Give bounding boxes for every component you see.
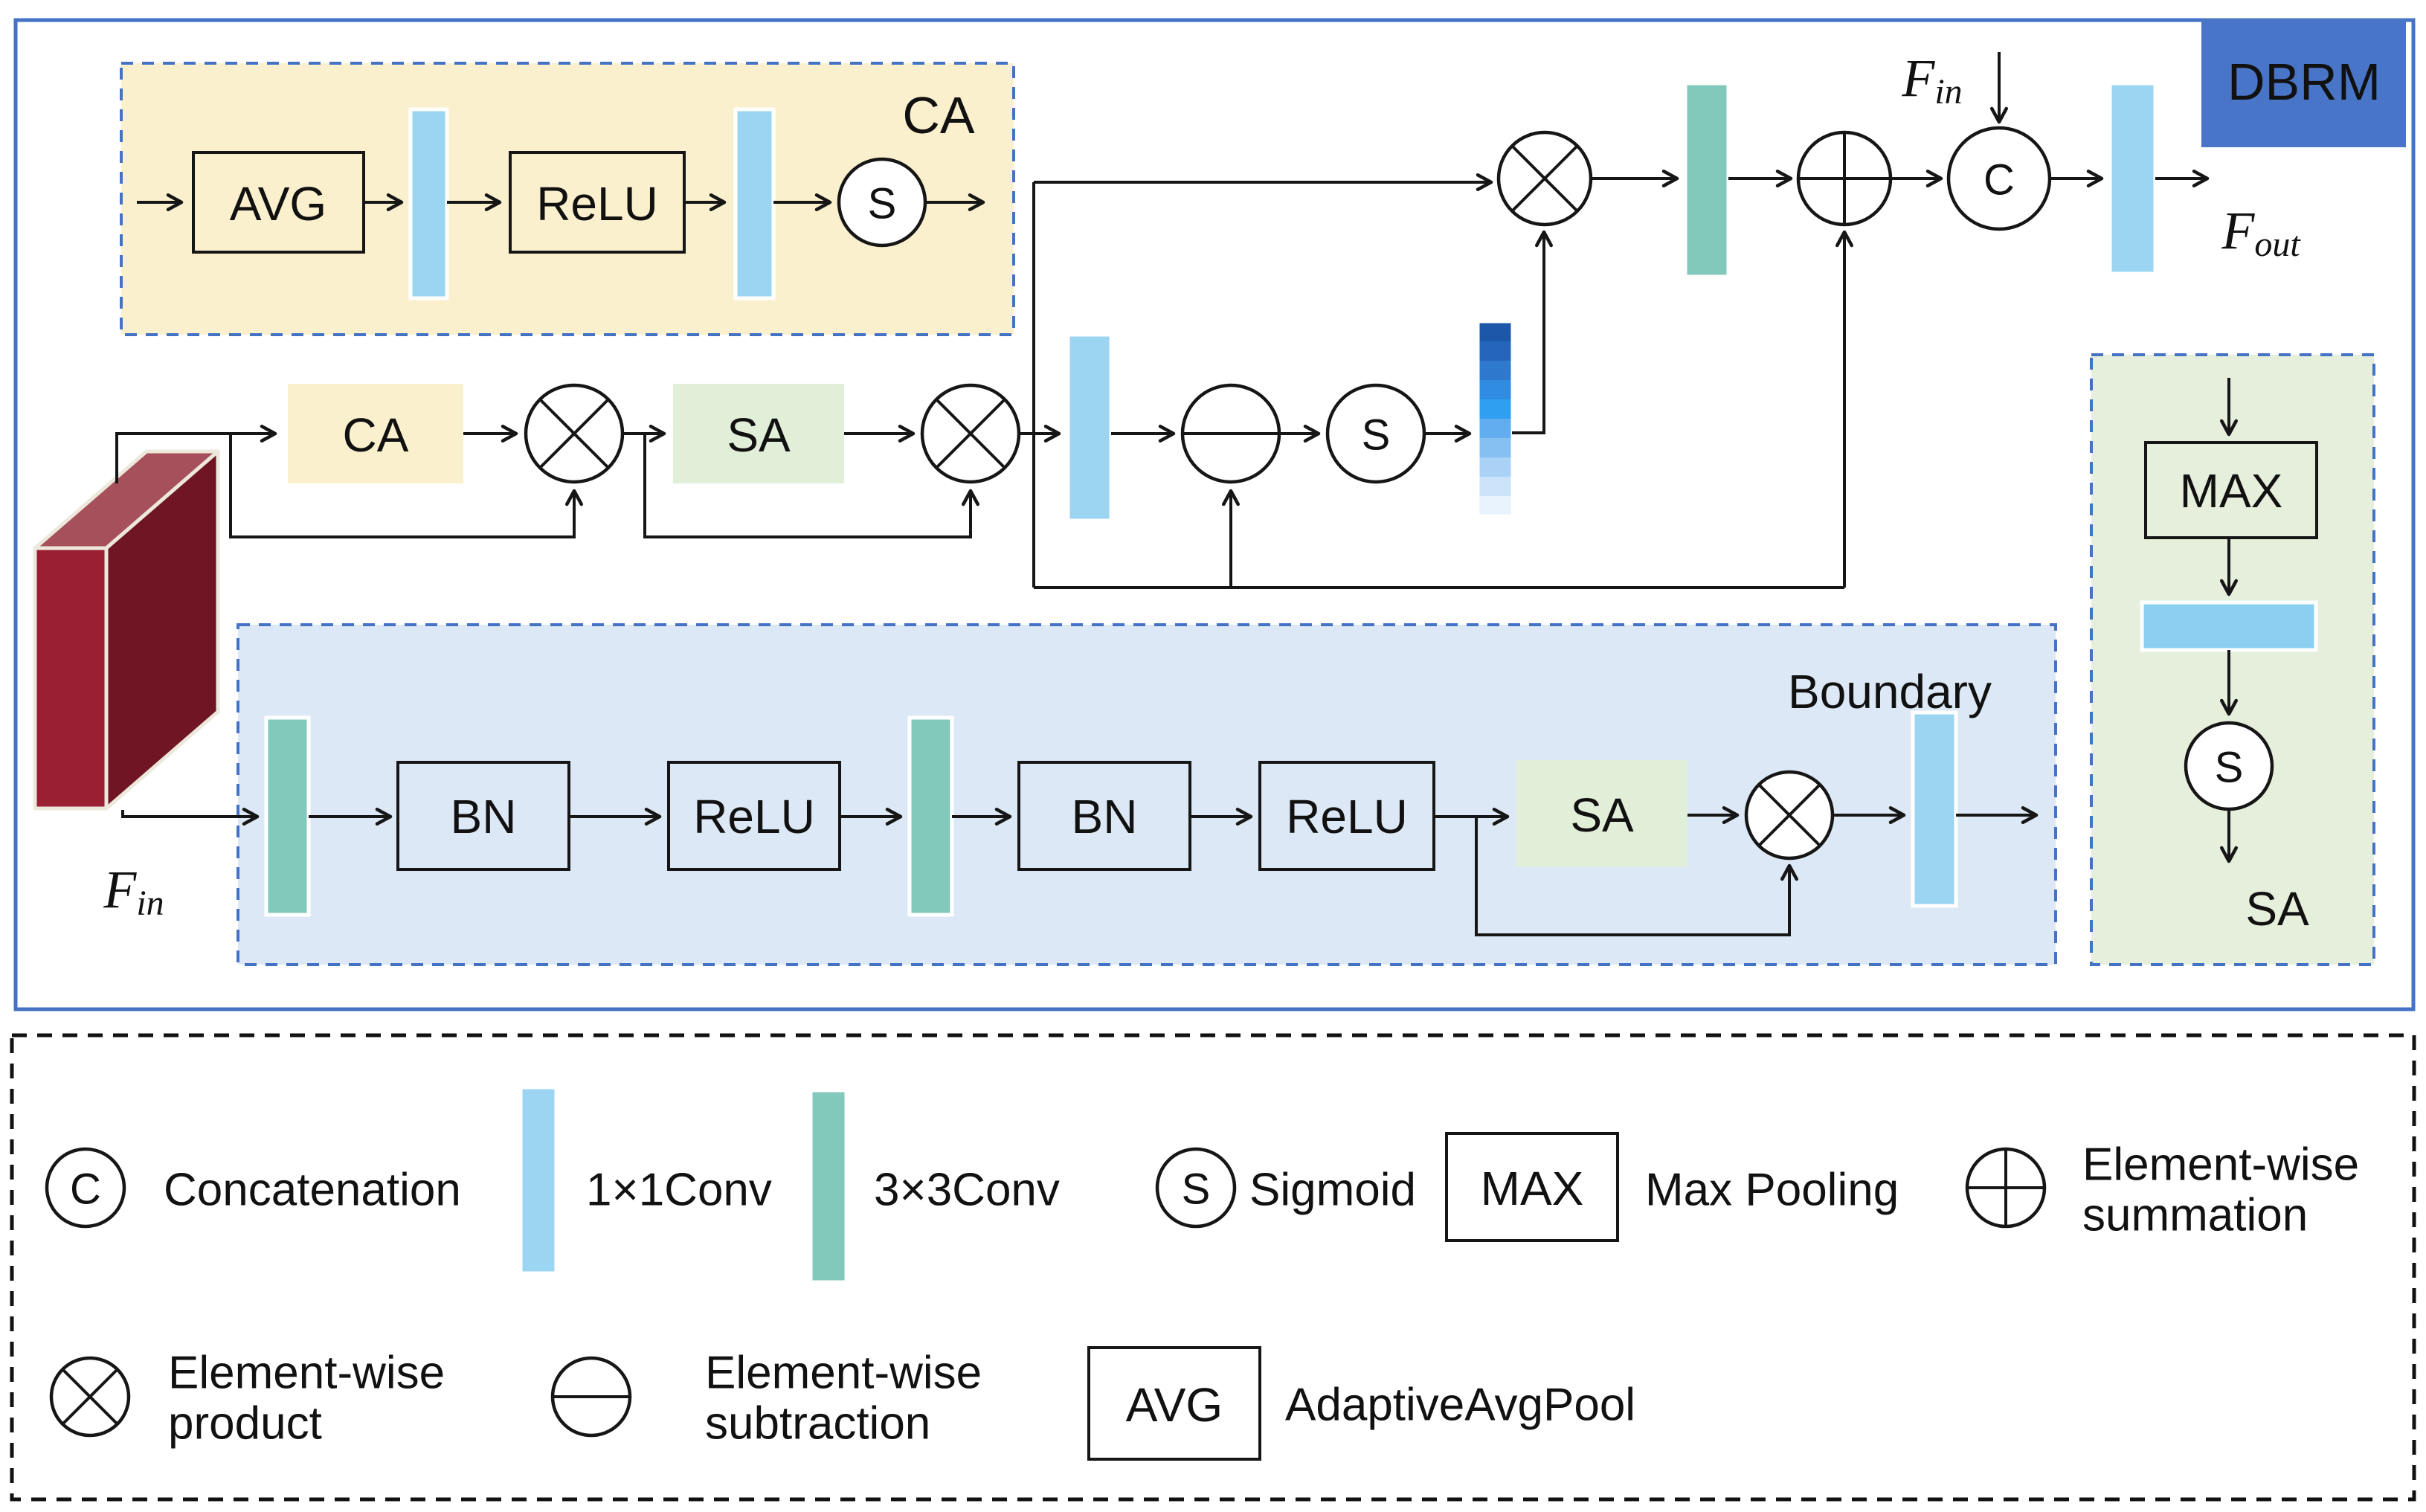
ca-detail-box: CA AVG ReLU S xyxy=(120,62,1015,336)
legend-subtraction-label-line1: Element-wise xyxy=(705,1348,982,1399)
conv1x1-bar xyxy=(2108,81,2158,276)
max-pooling-icon-letter: MAX xyxy=(1481,1162,1584,1215)
max-label: MAX xyxy=(2180,464,2283,518)
gradient-segment xyxy=(1479,380,1512,399)
bn-label: BN xyxy=(451,790,517,843)
adaptive-avg-pool-icon-letter: AVG xyxy=(1126,1378,1223,1432)
conv1x1-bar xyxy=(408,107,449,300)
conv1x1-bar xyxy=(733,107,776,300)
gradient-segment xyxy=(1479,341,1512,361)
main-diagram-border xyxy=(13,18,2416,1011)
conv1x1-bar xyxy=(1911,710,1958,908)
skip-connection xyxy=(229,434,583,538)
gradient-segment xyxy=(1479,457,1512,477)
ca-detail-title: CA xyxy=(902,86,975,144)
conv3x3-bar xyxy=(907,715,954,917)
skip-connection xyxy=(643,434,979,538)
sigmoid-letter: S xyxy=(2215,744,2244,792)
dbrm-badge: DBRM xyxy=(2201,19,2406,147)
conv3x3-bar xyxy=(1683,81,1731,279)
top-flow: C Fin Fout xyxy=(1496,48,2301,279)
sa-label: SA xyxy=(727,408,791,462)
legend-max-pooling-label: Max Pooling xyxy=(1645,1165,1899,1216)
gradient-segment xyxy=(1479,477,1512,496)
avg-label: AVG xyxy=(230,177,326,231)
gradient-segment xyxy=(1479,419,1512,438)
attention-gradient-bar xyxy=(1477,321,1513,517)
adaptive-avg-pool-icon xyxy=(1087,1346,1261,1461)
conv3x3-bar xyxy=(264,715,311,917)
conv1x1-legend-bar xyxy=(518,1085,559,1275)
product-x-stroke xyxy=(1757,783,1821,847)
conv1x1-bar-horizontal xyxy=(2140,600,2318,652)
relu-label: ReLU xyxy=(693,790,815,843)
ca-label: CA xyxy=(343,408,409,462)
gradient-segment xyxy=(1479,496,1512,515)
block-to-ca-line xyxy=(115,425,277,483)
legend-subtraction-label-line2: subtraction xyxy=(705,1398,930,1450)
legend-summation-label-line1: Element-wise xyxy=(2082,1139,2359,1191)
sa-detail-panel: MAX S SA xyxy=(2090,353,2375,966)
dbrm-title: DBRM xyxy=(2227,53,2381,111)
conv3x3-legend-bar xyxy=(808,1088,849,1284)
main-flow: CA SA S xyxy=(115,173,1853,589)
f-out-label: Fout xyxy=(2221,201,2301,264)
legend-conv1-label: 1×1Conv xyxy=(586,1165,772,1216)
relu-label: ReLU xyxy=(1286,790,1408,843)
concatenation-icon-letter: C xyxy=(70,1165,101,1214)
legend-product-label-line1: Element-wise xyxy=(168,1348,445,1399)
gradient-segment xyxy=(1479,438,1512,457)
gradient-segment xyxy=(1479,322,1512,341)
gradient-bar-outline xyxy=(1477,321,1513,517)
legend-avg-pool-label: AdaptiveAvgPool xyxy=(1285,1380,1635,1431)
ca-box xyxy=(288,384,463,483)
sigmoid-icon xyxy=(1155,1147,1237,1229)
sa-detail-title: SA xyxy=(2245,882,2309,936)
max-box xyxy=(2144,441,2318,539)
conv1x1-bar xyxy=(1066,332,1113,523)
sigmoid-letter: S xyxy=(868,180,897,228)
dbrm-badge-background xyxy=(2201,19,2406,147)
legend-conv3-label: 3×3Conv xyxy=(874,1165,1060,1216)
concatenation-icon xyxy=(45,1147,126,1229)
product-x-stroke xyxy=(538,398,610,469)
legend-border xyxy=(10,1033,2416,1502)
gradient-segment xyxy=(1479,361,1512,380)
max-pooling-icon xyxy=(1445,1132,1619,1242)
f-in-top-label: Fin xyxy=(1901,48,1962,112)
boundary-input-line xyxy=(121,808,260,826)
f-in-label: Fin xyxy=(103,860,164,923)
red-block-front-face xyxy=(33,546,109,811)
input-feature-block xyxy=(33,449,220,811)
boundary-flow: BN ReLU BN ReLU SA xyxy=(121,710,2039,936)
boundary-skip-connection xyxy=(1475,817,1798,936)
legend: C Concatenation 1×1Conv 3×3Conv S Sigmoi… xyxy=(10,1033,2416,1502)
sigmoid-letter: S xyxy=(1362,411,1391,460)
bn-label: BN xyxy=(1072,790,1138,843)
product-x-stroke xyxy=(61,1368,119,1426)
legend-product-label-line2: product xyxy=(168,1398,322,1450)
legend-summation-label-line2: summation xyxy=(2082,1190,2308,1241)
legend-sigmoid-label: Sigmoid xyxy=(1249,1165,1416,1216)
gradient-to-product-line xyxy=(1512,230,1553,434)
sigmoid-icon-letter: S xyxy=(1182,1165,1211,1214)
sa-label: SA xyxy=(1570,788,1634,842)
relu-label: ReLU xyxy=(536,177,658,231)
concatenation-letter: C xyxy=(1983,156,2015,205)
boundary-title: Boundary xyxy=(1788,665,1992,718)
sa-detail-background xyxy=(2090,353,2375,966)
sa-box xyxy=(673,384,844,483)
product-x-stroke xyxy=(935,398,1006,469)
legend-concatenation-label: Concatenation xyxy=(164,1165,461,1216)
gradient-segment xyxy=(1479,399,1512,419)
product-x-stroke xyxy=(1510,144,1579,213)
sa-box xyxy=(1516,760,1687,867)
